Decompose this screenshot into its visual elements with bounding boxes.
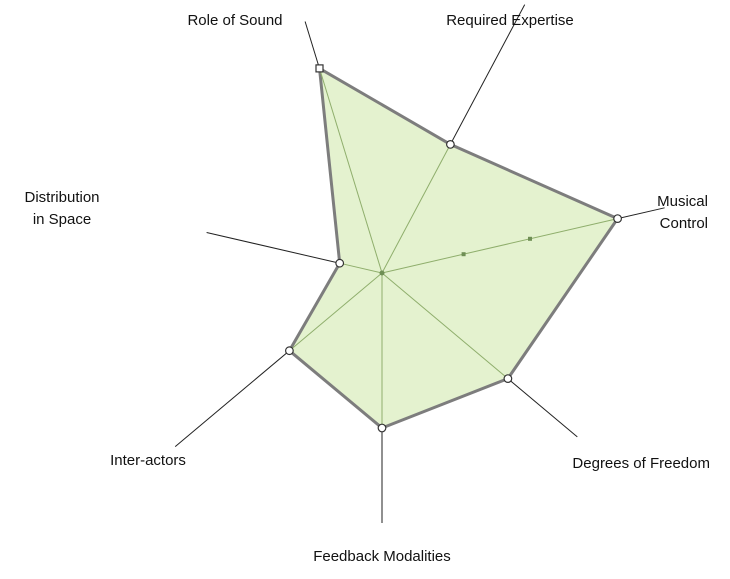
axis-line-inner bbox=[381, 144, 451, 274]
axis-lines-inner bbox=[289, 68, 618, 428]
center-point bbox=[379, 270, 385, 276]
axis-ticks bbox=[379, 236, 532, 276]
data-points bbox=[285, 64, 622, 433]
axis-line-inner bbox=[289, 272, 383, 352]
axis-line-inner bbox=[319, 68, 383, 274]
data-point bbox=[335, 258, 345, 268]
axis-tick-marker bbox=[528, 236, 532, 241]
data-point bbox=[503, 374, 513, 384]
data-point bbox=[446, 139, 455, 149]
axis-line-inner bbox=[339, 262, 383, 274]
axis-label: Degrees of Freedom bbox=[572, 455, 710, 472]
data-point bbox=[377, 423, 387, 433]
data-point bbox=[285, 346, 294, 356]
axis-line-inner bbox=[381, 218, 618, 274]
data-point bbox=[613, 214, 622, 224]
axis-label: Required Expertise bbox=[446, 12, 574, 29]
axis-tick-marker bbox=[461, 252, 466, 257]
axis-label: Inter-actors bbox=[110, 452, 186, 469]
axis-label: Feedback Modalities bbox=[313, 548, 451, 565]
data-polygon bbox=[287, 66, 620, 430]
axis-label: Role of Sound bbox=[187, 12, 282, 29]
axis-line-inner bbox=[381, 272, 509, 379]
data-point bbox=[315, 64, 324, 73]
